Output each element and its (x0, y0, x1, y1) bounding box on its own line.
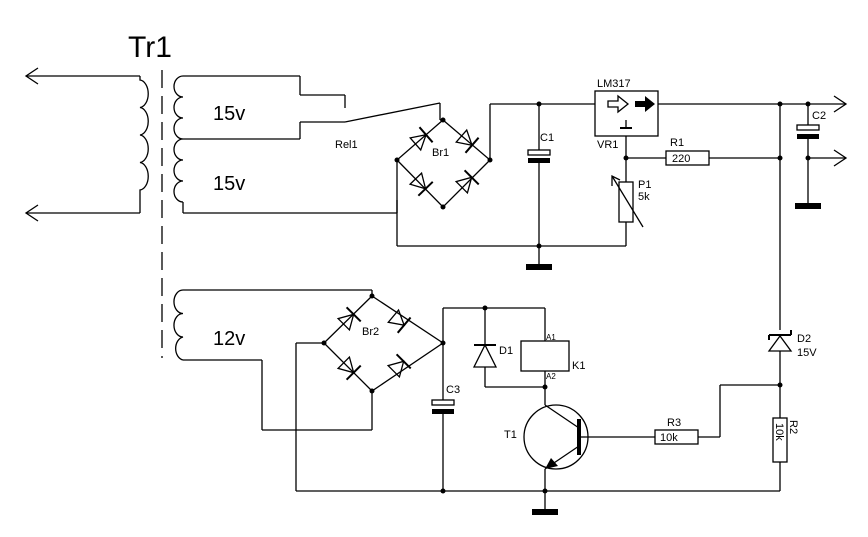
r1-ref: R1 (670, 137, 684, 149)
bridge1-label: Br1 (432, 147, 449, 159)
secondary-coil-15v (173, 75, 184, 203)
capacitor-c3: C3 (431, 343, 460, 491)
p1-ref: P1 (638, 179, 651, 191)
r3-ref: R3 (667, 417, 681, 429)
r3-value: 10k (660, 432, 678, 444)
transistor-t1: T1 (504, 404, 589, 491)
relay-coil-k1: A1 A2 K1 (520, 308, 585, 405)
voltage-regulator-lm317: LM317 VR1 (594, 78, 659, 151)
k1-pin-a1: A1 (546, 333, 556, 342)
primary-coil (139, 76, 149, 213)
ground-symbol (526, 264, 552, 270)
d1-label: D1 (499, 345, 513, 357)
t1-label: T1 (504, 429, 517, 441)
d2-value: 15V (797, 347, 817, 359)
c2-label: C2 (812, 110, 826, 122)
r2-ref: R2 (787, 420, 799, 434)
regulator-ref: VR1 (597, 139, 618, 151)
winding-upper-label: 15v (213, 103, 245, 125)
aux-coil-12v (173, 289, 184, 361)
k1-ref: K1 (572, 360, 585, 372)
transformer: Tr1 15v 15v 12v (24, 31, 398, 431)
relay-contact-label: Rel1 (335, 139, 358, 151)
bridge-rectifier-br1: Br1 (394, 117, 493, 210)
zener-diode-d2: D2 15V (767, 330, 817, 418)
bridge-rectifier-br2: Br2 (321, 293, 446, 394)
capacitor-c1: C1 (527, 101, 554, 246)
diode-d1: D1 (472, 305, 545, 388)
resistor-r2: R2 10k (772, 417, 799, 491)
capacitor-c2: C2 (777, 95, 848, 209)
regulator-name: LM317 (597, 78, 631, 90)
r2-value: 10k (773, 423, 785, 441)
winding-aux-label: 12v (213, 328, 245, 350)
c3-label: C3 (446, 384, 460, 396)
winding-lower-label: 15v (213, 173, 245, 195)
k1-pin-a2: A2 (546, 372, 556, 381)
r1-value: 220 (672, 153, 690, 165)
c1-label: C1 (540, 132, 554, 144)
resistor-r3: R3 10k (585, 417, 720, 445)
resistor-r1: R1 220 (626, 137, 780, 166)
d2-ref: D2 (797, 333, 811, 345)
bridge2-label: Br2 (362, 326, 379, 338)
primary-terminal-arrows (24, 67, 140, 222)
relay-contact: Rel1 (335, 102, 441, 151)
transformer-label: Tr1 (128, 31, 172, 64)
potentiometer-p1: P1 5k (611, 174, 651, 246)
p1-value: 5k (638, 191, 650, 203)
